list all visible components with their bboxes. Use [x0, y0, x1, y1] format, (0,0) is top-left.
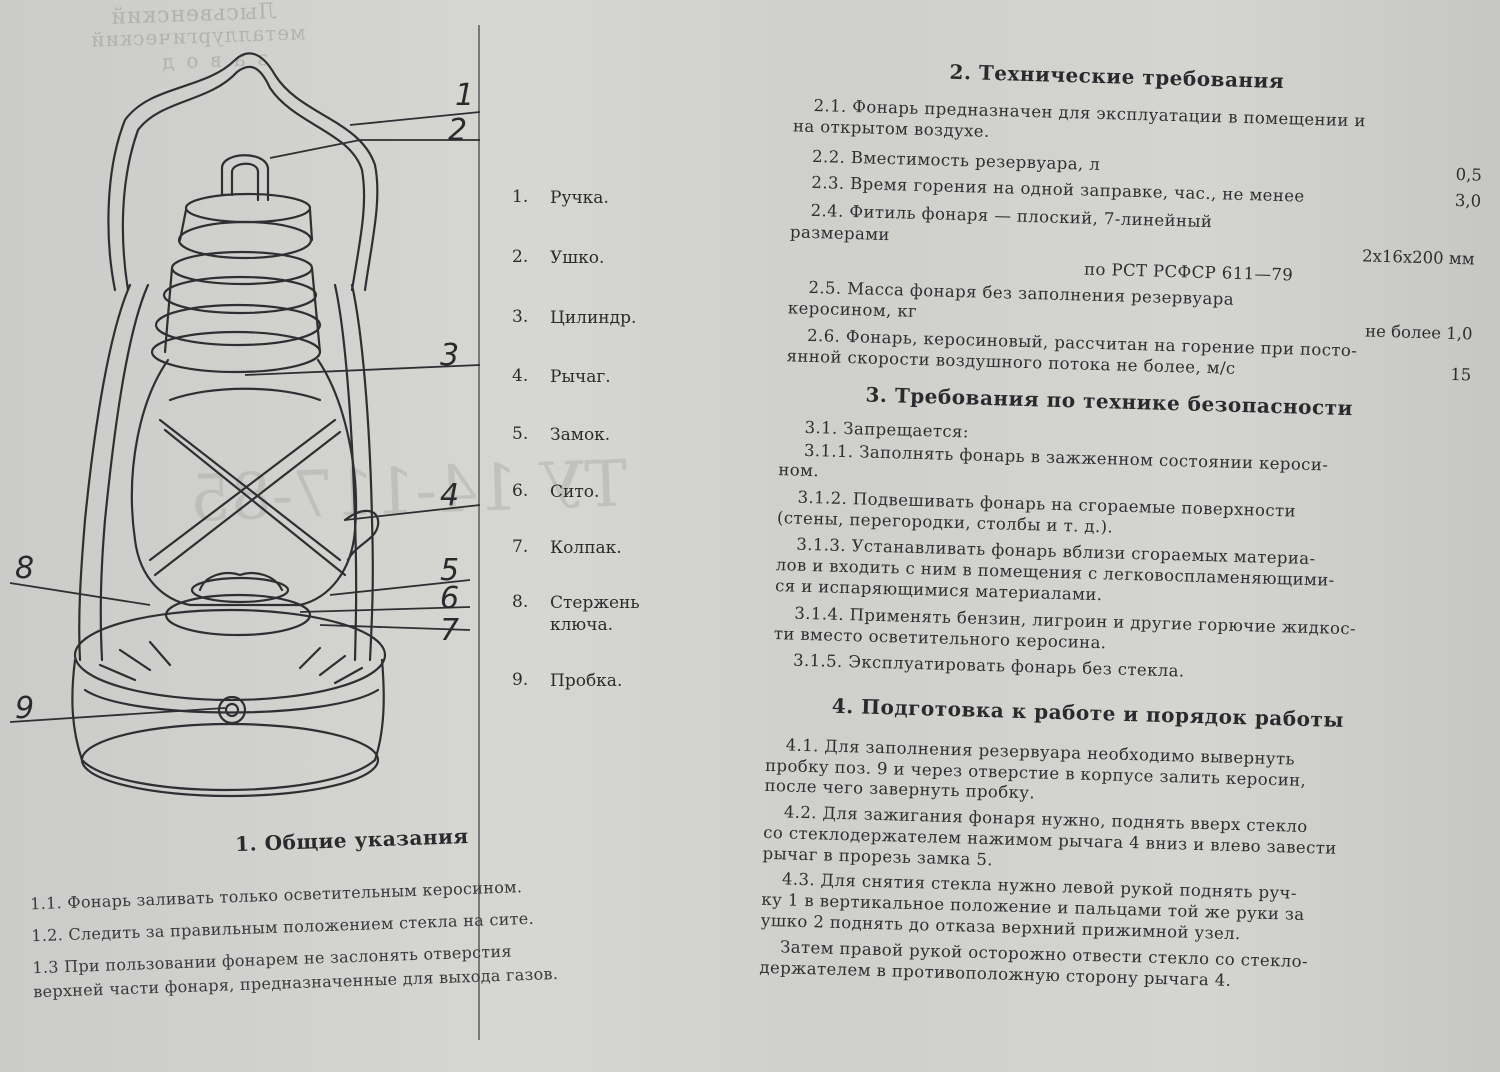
legend-item: 1.Ручка.	[512, 187, 609, 208]
value-burn-time: 3,0	[1454, 190, 1482, 211]
page-fold-line	[478, 25, 480, 1040]
legend-item: 7.Колпак.	[512, 537, 622, 558]
legend-item: 4.Рычаг.	[512, 366, 611, 387]
callout-8: 8	[15, 551, 34, 586]
callout-6: 6	[440, 581, 459, 616]
lantern-plug	[217, 695, 247, 725]
lantern-handle	[107, 52, 379, 292]
legend-item: 6.Сито.	[512, 481, 600, 502]
legend-item: 5.Замок.	[512, 424, 611, 445]
callout-4: 4	[440, 478, 459, 513]
callout-1: 1	[455, 78, 474, 113]
value-capacity: 0,5	[1455, 164, 1483, 185]
lantern-illustration: 1 2 3 4 5 6 7 8 9	[9, 52, 480, 798]
callout-7: 7	[440, 613, 459, 648]
legend-item: 9.Пробка.	[512, 670, 623, 691]
paragraph-line: ном.	[778, 460, 820, 481]
lantern-ear	[220, 154, 270, 202]
callout-3: 3	[440, 338, 459, 373]
lantern-reservoir	[71, 658, 385, 792]
lantern-lever	[343, 509, 380, 562]
value-wick-size: 2х16х200 мм	[1361, 246, 1475, 269]
lantern-handle-inner	[121, 65, 366, 292]
value-air-speed: 15	[1450, 364, 1472, 385]
legend-item: 8.Стержень ключа.	[512, 592, 640, 635]
legend-item: 2.Ушко.	[512, 247, 605, 268]
legend-item: 3.Цилиндр.	[512, 307, 637, 328]
value-mass: не более 1,0	[1364, 321, 1473, 344]
paragraph-line: размерами	[789, 222, 891, 245]
lantern-side-tube-left	[78, 283, 132, 662]
callout-9: 9	[15, 691, 34, 726]
paragraph-line: керосином, кг	[787, 298, 918, 321]
callout-5: 5	[440, 553, 459, 588]
lantern-side-tube-right	[350, 283, 374, 662]
callout-2: 2	[448, 113, 467, 148]
